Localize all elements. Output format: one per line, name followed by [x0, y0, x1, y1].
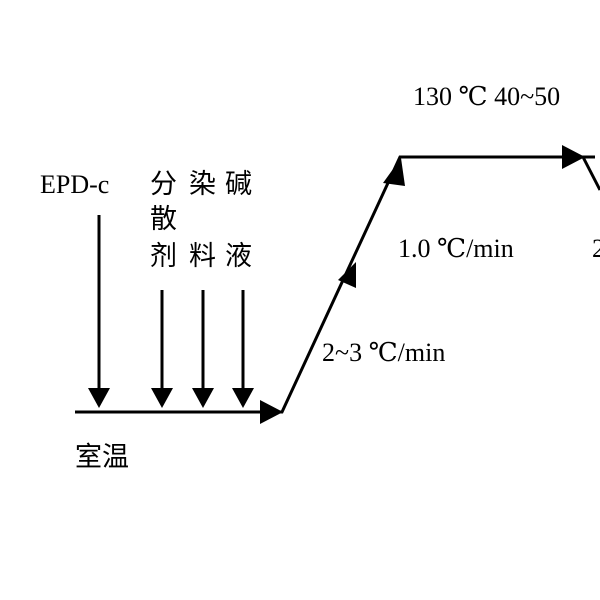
dye-arrowhead [192, 388, 214, 408]
dispersant-char-2: 散 [150, 204, 177, 235]
ramp1-rate-label: 2~3 ℃/min [322, 338, 446, 367]
alkali-arrowhead [232, 388, 254, 408]
dispersant-arrowhead [151, 388, 173, 408]
room-temp-arrowhead [260, 400, 283, 424]
ramp2-arrowhead [383, 158, 405, 186]
temperature-profile-line [75, 155, 595, 414]
cooldown-line [581, 156, 600, 191]
cooldown-rate-fragment: 2 [592, 234, 600, 263]
room-temperature-label: 室温 [75, 442, 129, 473]
ramp2-rate-label: 1.0 ℃/min [398, 234, 514, 263]
dispersant-char-3: 剂 [150, 241, 177, 272]
dye-char-1: 染 [189, 169, 216, 200]
hold-condition-label: 130 ℃ 40~50 [413, 82, 561, 111]
dispersant-char-1: 分 [150, 169, 177, 200]
alkali-char-2: 液 [225, 241, 252, 272]
alkali-char-1: 碱 [225, 169, 252, 200]
hold-arrowhead [562, 145, 585, 169]
dye-char-2: 料 [189, 241, 216, 272]
ramp1-arrowhead [338, 262, 356, 288]
epd-label: EPD-c [40, 170, 110, 199]
epd-arrowhead [88, 388, 110, 408]
